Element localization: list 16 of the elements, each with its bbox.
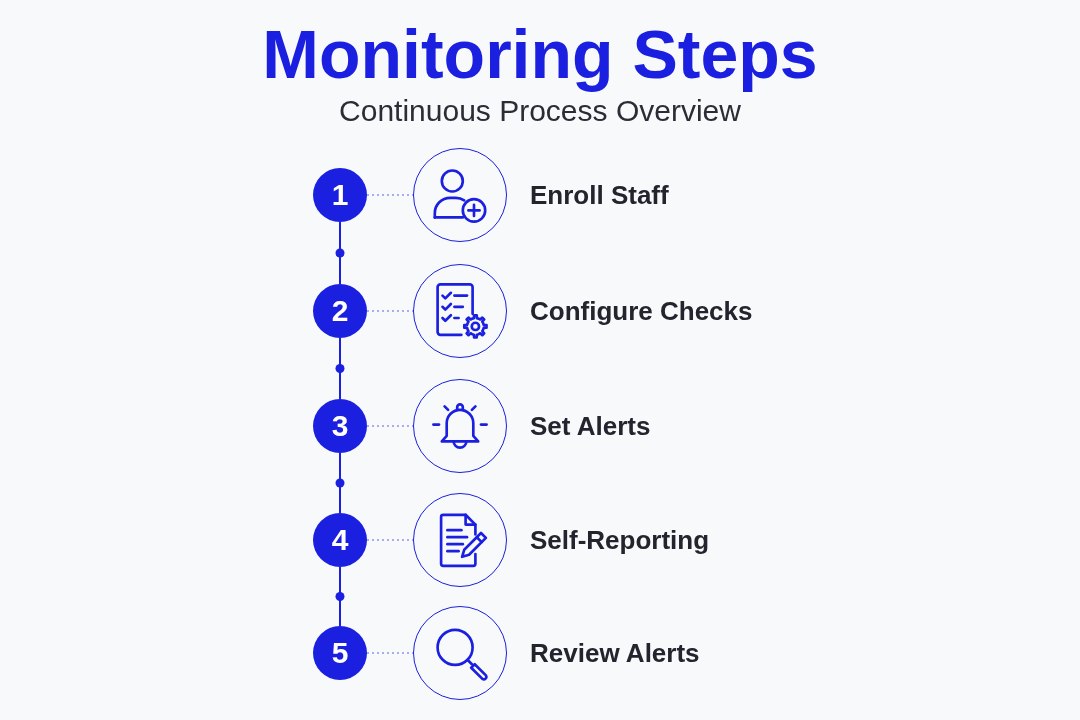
timeline-connector xyxy=(339,566,341,627)
subtitle: Continuous Process Overview xyxy=(339,94,741,127)
step-label: Self-Reporting xyxy=(530,524,710,556)
timeline-connector xyxy=(339,452,341,514)
step-number-badge: 1 xyxy=(313,168,367,222)
step-number-badge: 5 xyxy=(313,626,367,680)
diagram-title: Monitoring Steps xyxy=(262,16,818,92)
step-number-badge: 4 xyxy=(313,513,367,567)
step-number-badge: 2 xyxy=(313,284,367,338)
timeline-connector xyxy=(339,337,341,400)
step-label: Enroll Staff xyxy=(530,179,669,211)
step-label: Set Alerts xyxy=(530,410,651,442)
step-number-badge: 3 xyxy=(313,399,367,453)
step-label: Configure Checks xyxy=(530,295,753,327)
timeline-connector xyxy=(339,221,341,285)
step-label: Review Alerts xyxy=(530,637,700,669)
